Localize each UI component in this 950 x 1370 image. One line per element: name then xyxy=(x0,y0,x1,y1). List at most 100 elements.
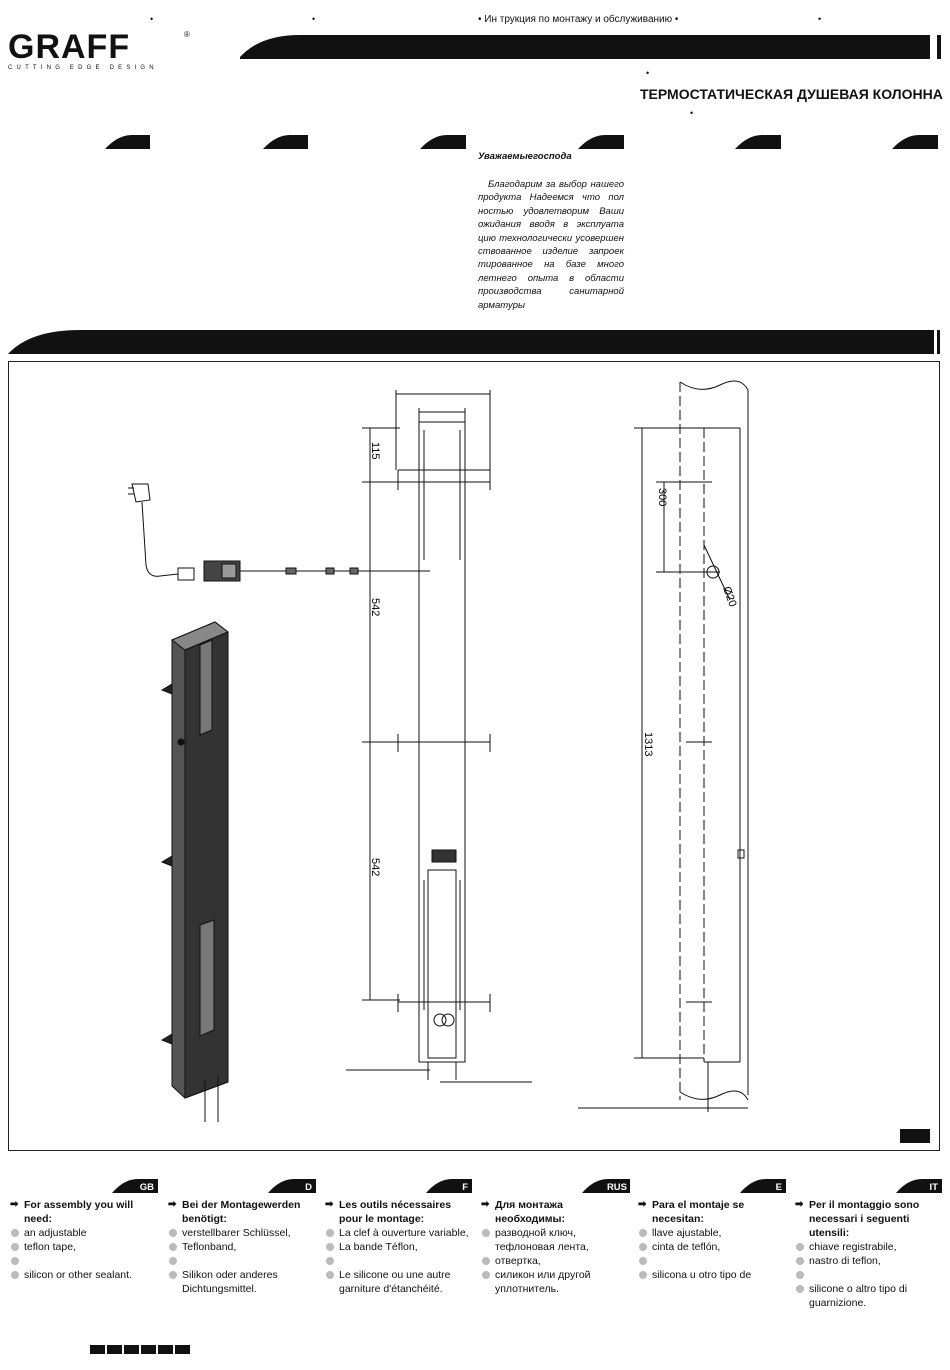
tools-list-item-text: cinta de teflón, xyxy=(652,1241,721,1253)
tab-label-it: IT xyxy=(930,1182,939,1193)
graff-logo: GRAFF ® CUTTING EDGE DESIGN xyxy=(8,28,190,71)
tools-list-item-text: La bande Téflon, xyxy=(339,1241,418,1253)
tools-column-f: ➡Les outils nécessaires pour le montage:… xyxy=(325,1180,473,1296)
installation-drawing: 115 542 542 300 1313 Ø20 xyxy=(128,380,749,1122)
tools-list-item-text: silicona u otro tipo de xyxy=(652,1269,752,1281)
product-title: ТЕРМОСТАТИЧЕСКАЯ ДУШЕВАЯ КОЛОННА xyxy=(640,86,943,102)
tools-list-item: Teflonband, xyxy=(168,1240,316,1254)
bullet-icon xyxy=(11,1271,19,1279)
bullet-icon xyxy=(326,1243,334,1251)
tools-list-item xyxy=(325,1254,473,1268)
tools-heading-text: Bei der Montagewerden benötigt: xyxy=(182,1199,301,1225)
tools-list-item-text: chiave registrabile, xyxy=(809,1241,897,1253)
tools-list-item: силикон или другой уплотнитель. xyxy=(481,1268,629,1296)
tools-list-item: silicona u otro tipo de xyxy=(638,1268,786,1282)
section-banner xyxy=(8,330,940,354)
bullet-icon xyxy=(796,1271,804,1279)
tools-heading: ➡ Bei der Montagewerden benötigt: xyxy=(168,1198,316,1226)
tools-heading: ➡Для монтажа необходимы: xyxy=(481,1198,629,1226)
tab-label-f: F xyxy=(462,1182,468,1193)
bullet-icon xyxy=(639,1271,647,1279)
bullet-icon xyxy=(482,1257,490,1265)
header-bullet: • xyxy=(312,14,316,24)
tools-heading: ➡Per il montaggio sono necessari i segue… xyxy=(795,1198,943,1240)
tools-heading: ➡For assembly you will need: xyxy=(10,1198,158,1226)
title-bullet: • xyxy=(646,68,650,78)
tools-list-item-text: an adjustable xyxy=(24,1227,87,1239)
tools-list-item xyxy=(638,1254,786,1268)
arrow-icon: ➡ xyxy=(481,1199,490,1210)
bullet-icon xyxy=(169,1257,177,1265)
document-top-title: • Ин трукция по монтажу и обслуживанию • xyxy=(478,14,679,25)
logo-registered-mark: ® xyxy=(184,30,190,39)
tools-list-item-text: La clef à ouverture variable, xyxy=(339,1227,469,1239)
language-tabs-row xyxy=(105,135,938,149)
logo-tagline: CUTTING EDGE DESIGN xyxy=(8,65,158,71)
tools-list-item: nastro di teflon, xyxy=(795,1254,943,1268)
bullet-icon xyxy=(11,1229,19,1237)
dimension-1313: 1313 xyxy=(642,732,654,756)
column-side-view xyxy=(578,380,749,1112)
title-bullet: • xyxy=(690,108,694,118)
arrow-icon: ➡ xyxy=(168,1199,177,1210)
logo-wordmark: GRAFF xyxy=(8,28,131,66)
bullet-icon xyxy=(482,1229,490,1237)
tools-column-rus: ➡Для монтажа необходимы:разводной ключ, … xyxy=(481,1180,629,1296)
bullet-icon xyxy=(482,1271,490,1279)
dimension-542-top: 542 xyxy=(369,598,381,616)
bullet-icon xyxy=(639,1257,647,1265)
column-front-view xyxy=(346,390,532,1083)
transformer-box-icon xyxy=(203,560,430,582)
tools-list-item: Le silicone ou une autre garniture d'éta… xyxy=(325,1268,473,1296)
arrow-icon: ➡ xyxy=(638,1199,647,1210)
tools-heading-text: Para el montaje se necesitan: xyxy=(652,1199,745,1225)
bullet-icon xyxy=(796,1257,804,1265)
tools-list-item-text: silicon or other sealant. xyxy=(24,1269,132,1281)
tools-list-item-text: отвертка, xyxy=(495,1255,541,1267)
tools-column-d: ➡ Bei der Montagewerden benötigt: verstell… xyxy=(168,1180,316,1296)
tools-column-e: ➡ Para el montaje se necesitan: llave ajus… xyxy=(638,1180,786,1282)
bullet-icon xyxy=(11,1243,19,1251)
tools-list-item-text: силикон или другой уплотнитель. xyxy=(495,1269,591,1295)
bullet-icon xyxy=(639,1229,647,1237)
tools-list-item: silicon or other sealant. xyxy=(10,1268,158,1282)
greeting-heading: Уважаемыегоспода xyxy=(478,151,572,162)
dimension-300: 300 xyxy=(656,488,668,506)
tools-list-item: verstellbarer Schlüssel, xyxy=(168,1226,316,1240)
tools-column-it: ➡Per il montaggio sono necessari i segue… xyxy=(795,1180,943,1310)
bullet-icon xyxy=(326,1271,334,1279)
tab-label-e: E xyxy=(776,1182,782,1193)
arrow-icon: ➡ xyxy=(325,1199,334,1210)
tools-list-item: La bande Téflon, xyxy=(325,1240,473,1254)
tools-list-item-text: Silikon oder anderes Dichtungsmittel. xyxy=(182,1269,278,1295)
footer-blocks xyxy=(90,1345,190,1354)
tools-list-item-text: silicone o altro tipo di guarnizione. xyxy=(809,1283,908,1309)
tab-label-d: D xyxy=(305,1182,312,1193)
bullet-icon xyxy=(11,1257,19,1265)
tab-label-gb: GB xyxy=(140,1182,154,1193)
bullet-icon xyxy=(169,1271,177,1279)
bullet-icon xyxy=(796,1243,804,1251)
tools-list-item: llave ajustable, xyxy=(638,1226,786,1240)
tools-list-item-text: nastro di teflon, xyxy=(809,1255,881,1267)
dimension-diameter-20: Ø20 xyxy=(720,585,738,609)
tools-list-item-text: Teflonband, xyxy=(182,1241,237,1253)
greeting-text: Благодарим за выбор нашего продукта Наде… xyxy=(478,179,624,311)
header-bullet: • xyxy=(818,14,822,24)
tools-list-item: cinta de teflón, xyxy=(638,1240,786,1254)
tools-heading: ➡Les outils nécessaires pour le montage: xyxy=(325,1198,473,1226)
tools-list-item-text: llave ajustable, xyxy=(652,1227,722,1239)
bullet-icon xyxy=(169,1243,177,1251)
tools-tabs-row: GB D F RUS E IT xyxy=(112,1179,942,1193)
tools-list-item: teflon tape, xyxy=(10,1240,158,1254)
tools-column-gb: ➡For assembly you will need:an adjustabl… xyxy=(10,1180,158,1282)
tools-list-item-text: verstellbarer Schlüssel, xyxy=(182,1227,291,1239)
tools-list-item: silicone o altro tipo di guarnizione. xyxy=(795,1282,943,1310)
bullet-icon xyxy=(326,1229,334,1237)
bullet-icon xyxy=(326,1257,334,1265)
bullet-icon xyxy=(169,1229,177,1237)
tools-list-item-text: Le silicone ou une autre garniture d'éta… xyxy=(339,1269,451,1295)
tools-list-item: La clef à ouverture variable, xyxy=(325,1226,473,1240)
bullet-icon xyxy=(796,1285,804,1293)
tools-heading-text: For assembly you will need: xyxy=(24,1199,134,1225)
